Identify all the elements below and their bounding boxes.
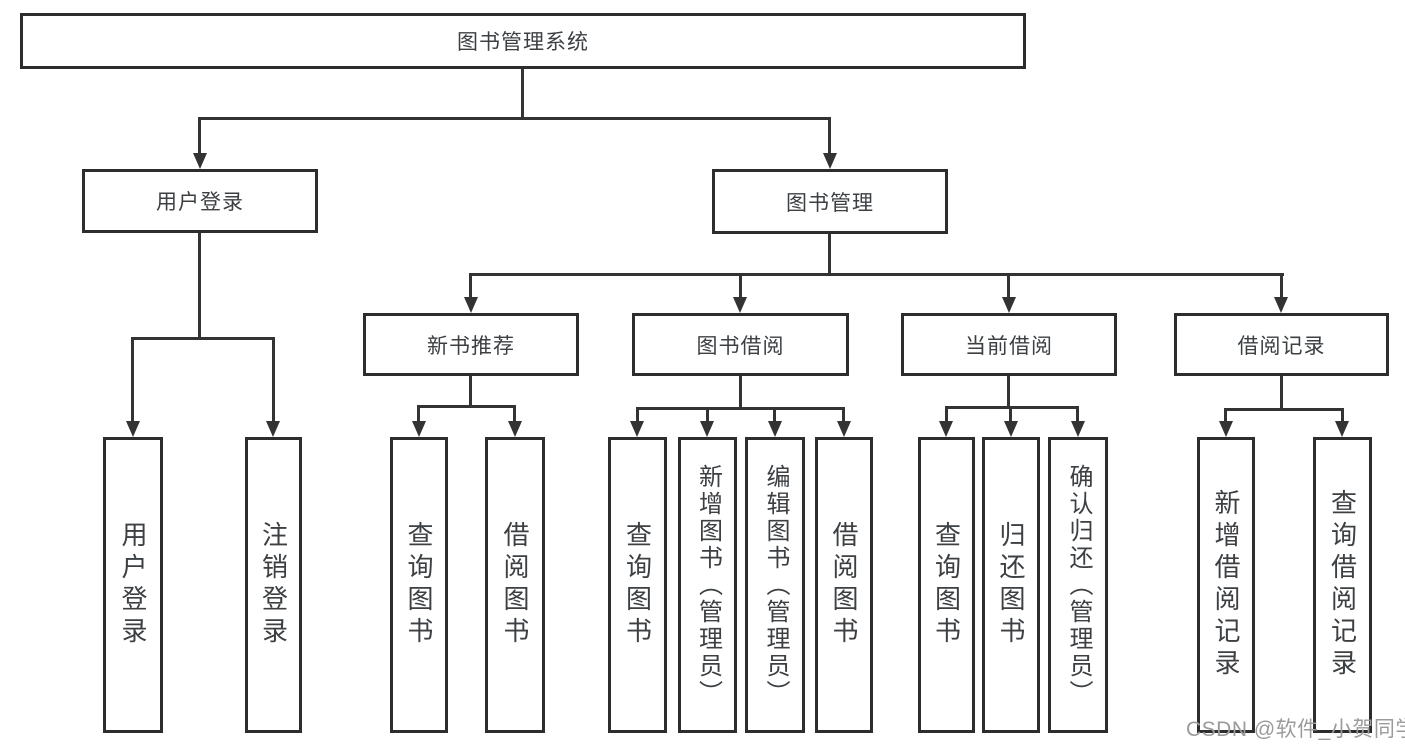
leaf-edit-books-admin: 编辑图书（管理员） (745, 437, 805, 733)
edge-segment (945, 406, 948, 422)
leaf-add-borrow-record: 新增借阅记录 (1197, 437, 1255, 733)
edge-current-borrow-stem (1007, 376, 1010, 409)
arrowhead-down-icon (630, 421, 644, 437)
node-root-library-management-system: 图书管理系统 (20, 13, 1026, 69)
node-new-book-recommend: 新书推荐 (363, 313, 579, 376)
arrowhead-down-icon (1335, 421, 1349, 437)
edge-segment (417, 405, 420, 422)
arrowhead-down-icon (823, 153, 837, 169)
arrowhead-down-icon (412, 421, 426, 437)
edge-to-book-mgmt (828, 117, 831, 155)
edge-new-book-bar (417, 405, 516, 408)
edge-segment (513, 405, 516, 422)
edge-segment (1341, 408, 1344, 422)
edge-to-borrow-record (1280, 273, 1283, 299)
arrowhead-down-icon (266, 421, 280, 437)
leaf-query-books-borrow: 查询图书 (608, 437, 667, 733)
csdn-watermark: CSDN @软件_小贺同学 (1186, 718, 1405, 741)
edge-to-book-borrow (739, 273, 742, 299)
edge-book-mgmt-stem (828, 234, 831, 276)
edge-user-login-stem (198, 233, 201, 340)
leaf-return-books: 归还图书 (982, 437, 1040, 733)
edge-segment (1076, 406, 1079, 422)
edge-segment (706, 407, 709, 422)
arrowhead-down-icon (837, 421, 851, 437)
edge-to-user-login (198, 117, 201, 155)
leaf-query-borrow-record: 查询借阅记录 (1313, 437, 1372, 733)
edge-to-leaf-user-login (131, 337, 134, 423)
node-user-login: 用户登录 (82, 169, 318, 233)
leaf-confirm-return-admin: 确认归还（管理员） (1048, 437, 1108, 733)
arrowhead-down-icon (1219, 421, 1233, 437)
leaf-add-books-admin: 新增图书（管理员） (678, 437, 737, 733)
node-borrowing-records: 借阅记录 (1174, 313, 1389, 376)
leaf-borrow-books-newbook: 借阅图书 (485, 437, 545, 733)
arrowhead-down-icon (768, 421, 782, 437)
node-current-borrowing: 当前借阅 (901, 313, 1117, 376)
arrowhead-down-icon (1002, 297, 1016, 313)
arrowhead-down-icon (733, 297, 747, 313)
arrowhead-down-icon (1274, 297, 1288, 313)
edge-segment (842, 407, 845, 422)
edge-user-login-bar (131, 337, 275, 340)
edge-root-stem (521, 69, 524, 120)
edge-new-book-stem (469, 376, 472, 408)
edge-segment (1009, 406, 1012, 422)
leaf-query-books-newbook: 查询图书 (390, 437, 448, 733)
leaf-logout: 注销登录 (245, 437, 302, 733)
edge-level2-bar (198, 117, 831, 120)
arrowhead-down-icon (464, 297, 478, 313)
edge-book-borrow-stem (739, 376, 742, 410)
edge-segment (636, 407, 639, 422)
edge-current-borrow-bar (945, 406, 1079, 409)
edge-to-current-borrow (1007, 273, 1010, 299)
leaf-user-login: 用户登录 (103, 437, 163, 733)
edge-segment (1224, 408, 1227, 422)
leaf-query-books-current: 查询图书 (918, 437, 975, 733)
edge-to-new-book (469, 273, 472, 299)
arrowhead-down-icon (1004, 421, 1018, 437)
arrowhead-down-icon (193, 153, 207, 169)
arrowhead-down-icon (700, 421, 714, 437)
edge-level3-bar (469, 273, 1284, 276)
leaf-borrow-books: 借阅图书 (815, 437, 873, 733)
arrowhead-down-icon (1071, 421, 1085, 437)
arrowhead-down-icon (939, 421, 953, 437)
edge-to-leaf-logout (272, 337, 275, 423)
node-book-borrowing: 图书借阅 (632, 313, 849, 376)
node-book-management: 图书管理 (712, 169, 948, 234)
edge-segment (773, 407, 776, 422)
edge-borrow-record-stem (1280, 376, 1283, 411)
arrowhead-down-icon (126, 421, 140, 437)
arrowhead-down-icon (508, 421, 522, 437)
edge-book-borrow-bar (636, 407, 845, 410)
edge-borrow-record-bar (1224, 408, 1344, 411)
